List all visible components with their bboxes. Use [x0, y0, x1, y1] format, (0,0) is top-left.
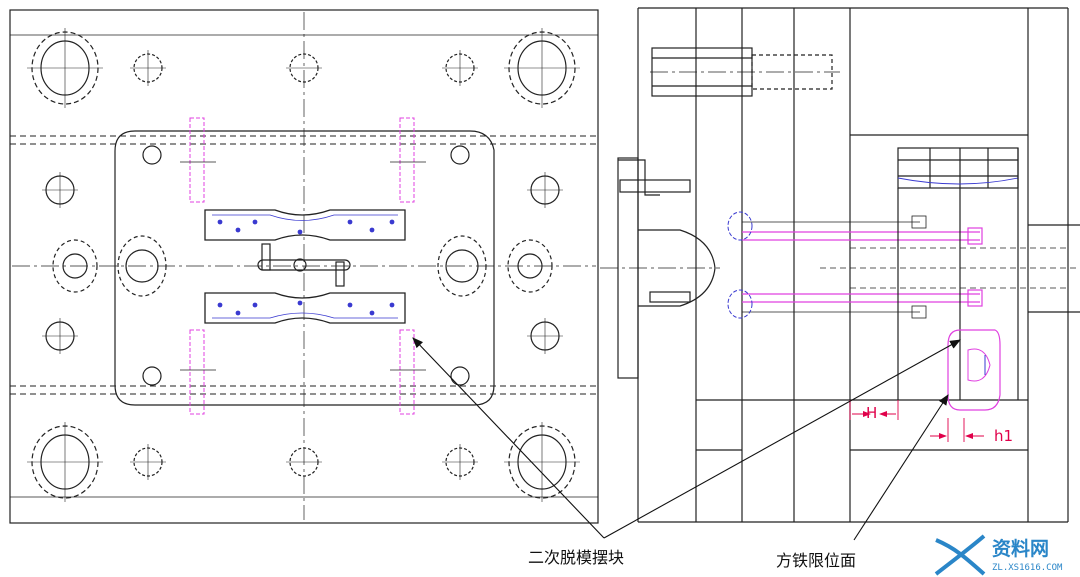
- watermark-x-icon: [934, 534, 986, 576]
- ejector-plate: [897, 147, 1019, 189]
- callout-swing-block: 二次脱模摆块: [528, 548, 624, 567]
- watermark-logo: 资料网 ZL.XS1616.COM: [934, 534, 1063, 576]
- swing-block-bottom: [204, 292, 406, 324]
- watermark-url: ZL.XS1616.COM: [992, 563, 1063, 573]
- dimension-h1: h1: [930, 418, 1013, 445]
- top-bolt: [650, 47, 840, 97]
- dim-h1-label: h1: [994, 427, 1013, 445]
- plan-outer-plate: [9, 9, 599, 524]
- locating-ring: [600, 157, 720, 379]
- section-view: [600, 7, 1080, 523]
- dim-H-label: H: [866, 404, 877, 422]
- swing-block-top: [204, 209, 406, 241]
- side-holes: [45, 145, 560, 386]
- plan-view: [9, 9, 599, 524]
- leader-lines: [412, 337, 961, 541]
- cavity-plate: [114, 130, 495, 406]
- corner-holes: [27, 28, 580, 502]
- ejector-pins: [742, 227, 983, 307]
- callout-stop-face: 方铁限位面: [776, 551, 856, 570]
- watermark-title: 资料网: [992, 537, 1049, 560]
- mid-holes: [52, 235, 553, 297]
- swing-block-pins: [189, 117, 415, 415]
- dimension-H: H: [849, 400, 899, 422]
- runner: [257, 243, 351, 287]
- stop-block: [947, 329, 1001, 411]
